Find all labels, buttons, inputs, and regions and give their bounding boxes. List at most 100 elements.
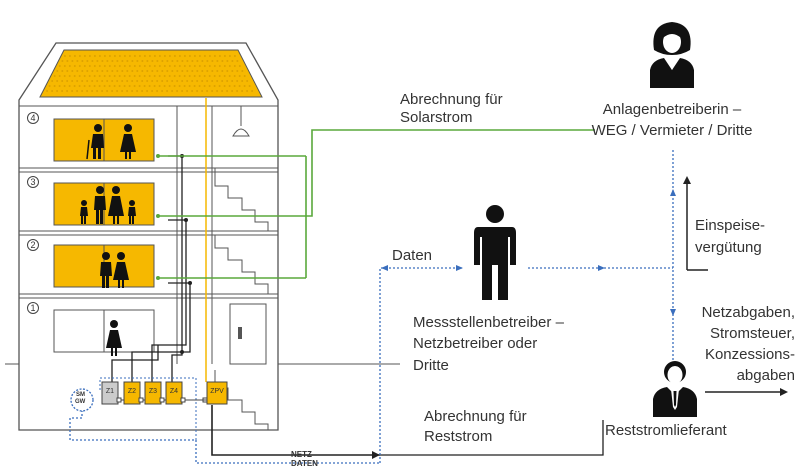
roof-dot [101, 80, 104, 82]
roof-dot [241, 90, 244, 92]
roof-dot [158, 75, 161, 77]
roof-dot [118, 85, 121, 87]
roof-dot [198, 85, 201, 87]
roof-dot [218, 85, 221, 87]
roof-dot [241, 70, 244, 72]
roof-dot [113, 75, 116, 77]
roof-dot [216, 70, 219, 72]
roof-dot [228, 55, 231, 57]
roof-dot [193, 75, 196, 77]
roof-dot [221, 80, 224, 82]
roof-dot [203, 65, 206, 67]
staircase [214, 168, 269, 231]
roof-dot [66, 60, 69, 62]
roof-dot [251, 90, 254, 92]
roof-dot [116, 90, 119, 92]
roof-dot [236, 80, 239, 82]
roof-dot [196, 70, 199, 72]
person-icon [113, 252, 129, 288]
roof-dot [128, 75, 131, 77]
roof-dot [111, 90, 114, 92]
roof-dot [153, 65, 156, 67]
roof-dot [103, 65, 106, 67]
roof-dot [223, 75, 226, 77]
roof-dot [138, 55, 141, 57]
roof-dot [133, 75, 136, 77]
roof-dot [246, 90, 249, 92]
roof-dot [238, 65, 241, 67]
data-line [99, 377, 197, 440]
meter-line [151, 219, 187, 382]
roof-dot [141, 90, 144, 92]
roof-dot [91, 70, 94, 72]
roof-dot [66, 90, 69, 92]
roof-dot [218, 75, 221, 77]
person-icon [86, 124, 104, 160]
roof-dot [236, 70, 239, 72]
roof-dot [63, 75, 66, 77]
roof-dot [193, 85, 196, 87]
roof-dot [103, 55, 106, 57]
roof-dot [161, 70, 164, 72]
meter-connector [159, 397, 165, 403]
roof-dot [141, 70, 144, 72]
roof-dot [233, 65, 236, 67]
person-icon [100, 252, 112, 288]
roof-dot [238, 85, 241, 87]
roof-dot [236, 90, 239, 92]
roof-dot [73, 55, 76, 57]
meter-z2 [123, 381, 141, 405]
roof-dot [71, 60, 74, 62]
roof-dot [133, 55, 136, 57]
roof-dot [46, 90, 49, 92]
meter-line [131, 282, 191, 382]
roof-dot [191, 60, 194, 62]
roof-dot [143, 65, 146, 67]
roof-dot [51, 90, 54, 92]
roof-dot [213, 85, 216, 87]
roof-dot [176, 60, 179, 62]
roof-dot [211, 80, 214, 82]
roof-dot [181, 80, 184, 82]
data-line-label: DATEN [291, 459, 318, 468]
roof-dot [63, 85, 66, 87]
roof-dot [121, 70, 124, 72]
roof-dot [151, 80, 154, 82]
roof-dot [78, 75, 81, 77]
roof-dot [226, 70, 229, 72]
roof-dot [148, 85, 151, 87]
roof-dot [96, 70, 99, 72]
msb-label-1: Messstellenbetreiber – [413, 314, 564, 331]
floor-number-2: 2 [27, 239, 39, 251]
fees-label-4: abgaben [736, 367, 795, 384]
roof-dot [151, 60, 154, 62]
roof-dot [128, 65, 131, 67]
roof-dot [188, 55, 191, 57]
roof-dot [226, 80, 229, 82]
roof-dot [186, 80, 189, 82]
fees-label-2: Stromsteuer, [709, 325, 795, 342]
roof-dot [123, 75, 126, 77]
roof-dot [71, 90, 74, 92]
roof-dot [188, 65, 191, 67]
roof-dot [126, 70, 129, 72]
roof-dot [98, 55, 101, 57]
feed-in-label-1: Einspeise- [695, 217, 766, 234]
roof-dot [211, 90, 214, 92]
arrow-head [372, 451, 380, 459]
roof-dot [58, 85, 61, 87]
roof-dot [148, 75, 151, 77]
roof-dot [96, 80, 99, 82]
meter-z1-label: Z1 [105, 388, 115, 395]
roof-dot [191, 90, 194, 92]
roof-dot [78, 85, 81, 87]
staircase [214, 235, 269, 294]
feed-in-label-2: vergütung [695, 239, 762, 256]
roof-dot [73, 85, 76, 87]
roof-dot [73, 75, 76, 77]
roof-dot [98, 85, 101, 87]
solar-roof [39, 49, 263, 98]
roof-dot [231, 80, 234, 82]
roof-dot [203, 75, 206, 77]
roof-dot [123, 65, 126, 67]
